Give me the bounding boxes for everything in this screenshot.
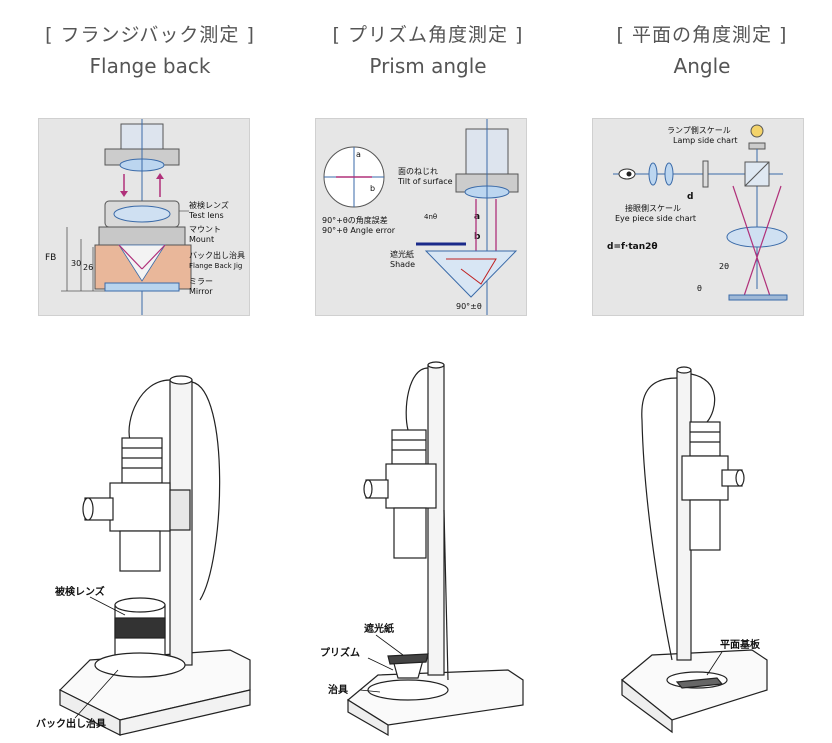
section-title-en: Angle: [673, 54, 731, 78]
lamp-jp-label: ランプ側スケール: [667, 125, 731, 135]
theta-label: θ: [697, 284, 702, 293]
error-jp-label: 90°+θの角度誤差: [322, 215, 388, 225]
jig-callout: 治具: [328, 683, 348, 696]
jig-jp-label: バック出し治具: [189, 250, 245, 260]
angle-schematic: ランプ側スケール Lamp side chart d 接眼側スケール Eye p…: [607, 124, 788, 301]
reticle-b: b: [370, 184, 375, 193]
section-title-jp: [ フランジバック測定 ]: [45, 24, 255, 46]
section-title-en: Flange back: [89, 54, 211, 78]
two-theta-label: 2θ: [719, 262, 729, 271]
angle-diagram: ランプ側スケール Lamp side chart d 接眼側スケール Eye p…: [592, 118, 804, 316]
measuring-stand-drawing: 遮光紙 プリズム 治具: [320, 361, 524, 737]
angle-illustration: 平面基板: [582, 360, 822, 740]
flange-back-diagram: FB 30 26 被検レンズ Test lens マウント Mount バック出…: [38, 118, 250, 316]
mount-en-label: Mount: [189, 235, 214, 244]
shade-jp-label: 遮光紙: [390, 249, 414, 259]
mirror-jp-label: ミラー: [189, 277, 213, 286]
prism-angle-diagram: a b 面のねじれ Tilt of surface 90°+θの角度誤差 90°…: [315, 118, 527, 316]
test-lens-en-label: Test lens: [188, 211, 224, 220]
shade-en-label: Shade: [390, 260, 415, 269]
d-label: d: [687, 192, 693, 202]
ray-a-label: a: [474, 212, 480, 222]
section-title-en: Prism angle: [369, 54, 487, 78]
fb-label: FB: [45, 253, 56, 263]
ray-b-label: b: [474, 232, 481, 242]
mount-jp-label: マウント: [189, 225, 221, 234]
reticle-a: a: [356, 150, 361, 159]
lamp-en-label: Lamp side chart: [673, 136, 738, 145]
section-title-jp: [ プリズム角度測定 ]: [332, 24, 524, 46]
flange-back-schematic: FB 30 26 被検レンズ Test lens マウント Mount バック出…: [45, 119, 245, 315]
tilt-en-label: Tilt of surface: [397, 177, 453, 186]
shade-callout: 遮光紙: [364, 622, 394, 635]
test-lens-callout: 被検レンズ: [55, 585, 105, 598]
measuring-stand-drawing: 被検レンズ バック出し治具: [36, 375, 251, 736]
dim-30-label: 30: [71, 259, 81, 268]
prism-angle-illustration: 遮光紙 プリズム 治具: [308, 360, 548, 740]
eye-jp-label: 接眼側スケール: [625, 203, 681, 213]
error-en-label: 90°+θ Angle error: [322, 226, 396, 235]
prism-angle-schematic: a b 面のねじれ Tilt of surface 90°+θの角度誤差 90°…: [322, 119, 519, 315]
jig-callout: バック出し治具: [36, 717, 106, 730]
prism-callout: プリズム: [320, 646, 360, 659]
measuring-stand-drawing: 平面基板: [621, 366, 768, 734]
dim-26-label: 26: [83, 263, 93, 272]
formula-label: d=f·tan2θ: [607, 242, 658, 252]
eye-en-label: Eye piece side chart: [615, 214, 696, 223]
prism-angle-label: 90°±θ: [456, 302, 482, 311]
jig-en-label: Flange Back Jig: [189, 262, 242, 270]
section-title-jp: [ 平面の角度測定 ]: [616, 24, 788, 46]
test-lens-jp-label: 被検レンズ: [189, 200, 229, 210]
four-theta-label: 4nθ: [424, 213, 437, 221]
flange-back-illustration: 被検レンズ バック出し治具: [30, 360, 270, 740]
plate-callout: 平面基板: [720, 638, 761, 651]
mirror-en-label: Mirror: [189, 287, 213, 296]
tilt-jp-label: 面のねじれ: [398, 167, 438, 176]
